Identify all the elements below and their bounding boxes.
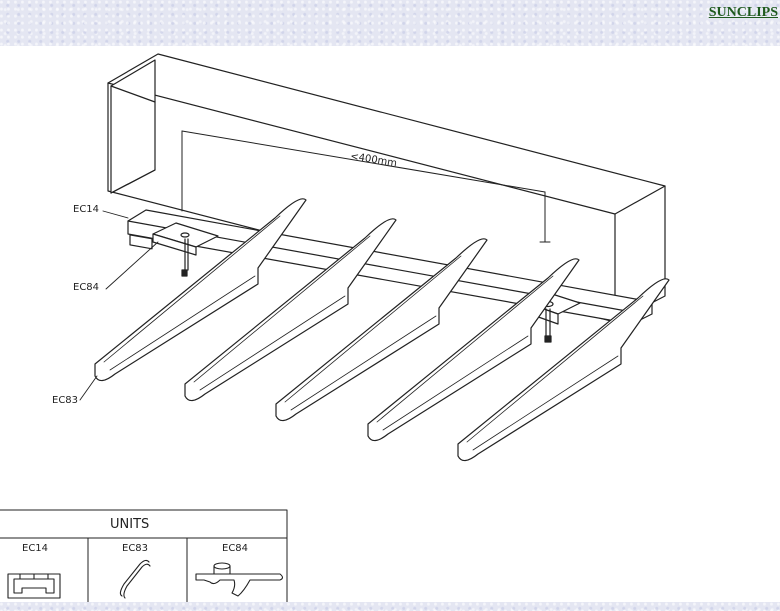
rectangular-beam bbox=[107, 53, 666, 323]
header-bar: SUNCLIPS bbox=[0, 0, 780, 46]
units-col-ec84: EC84 bbox=[222, 543, 248, 554]
assembly-svg: <400mm bbox=[0, 53, 670, 602]
units-col-ec83: EC83 bbox=[122, 543, 148, 554]
clip-left bbox=[152, 222, 219, 277]
callout-leaders bbox=[79, 210, 159, 401]
units-col-ec14: EC14 bbox=[22, 543, 48, 554]
blade-3 bbox=[275, 238, 488, 422]
callout-ec83: EC83 bbox=[52, 395, 78, 406]
blade-4 bbox=[367, 258, 580, 442]
blade-2 bbox=[184, 218, 397, 402]
blade-5 bbox=[457, 278, 670, 462]
callout-ec14: EC14 bbox=[73, 204, 99, 215]
assembly-drawing: <400mm bbox=[0, 46, 780, 602]
sunclips-link[interactable]: SUNCLIPS bbox=[708, 5, 778, 20]
dimension-line bbox=[181, 130, 551, 243]
ec14-profile bbox=[7, 573, 61, 599]
callout-ec84: EC84 bbox=[73, 282, 99, 293]
footer-bar bbox=[0, 602, 780, 611]
ec84-profile bbox=[195, 562, 284, 597]
blade-1 bbox=[94, 198, 307, 382]
units-title: UNITS bbox=[110, 517, 149, 532]
ec83-profile bbox=[119, 559, 151, 599]
units-table bbox=[0, 509, 288, 602]
